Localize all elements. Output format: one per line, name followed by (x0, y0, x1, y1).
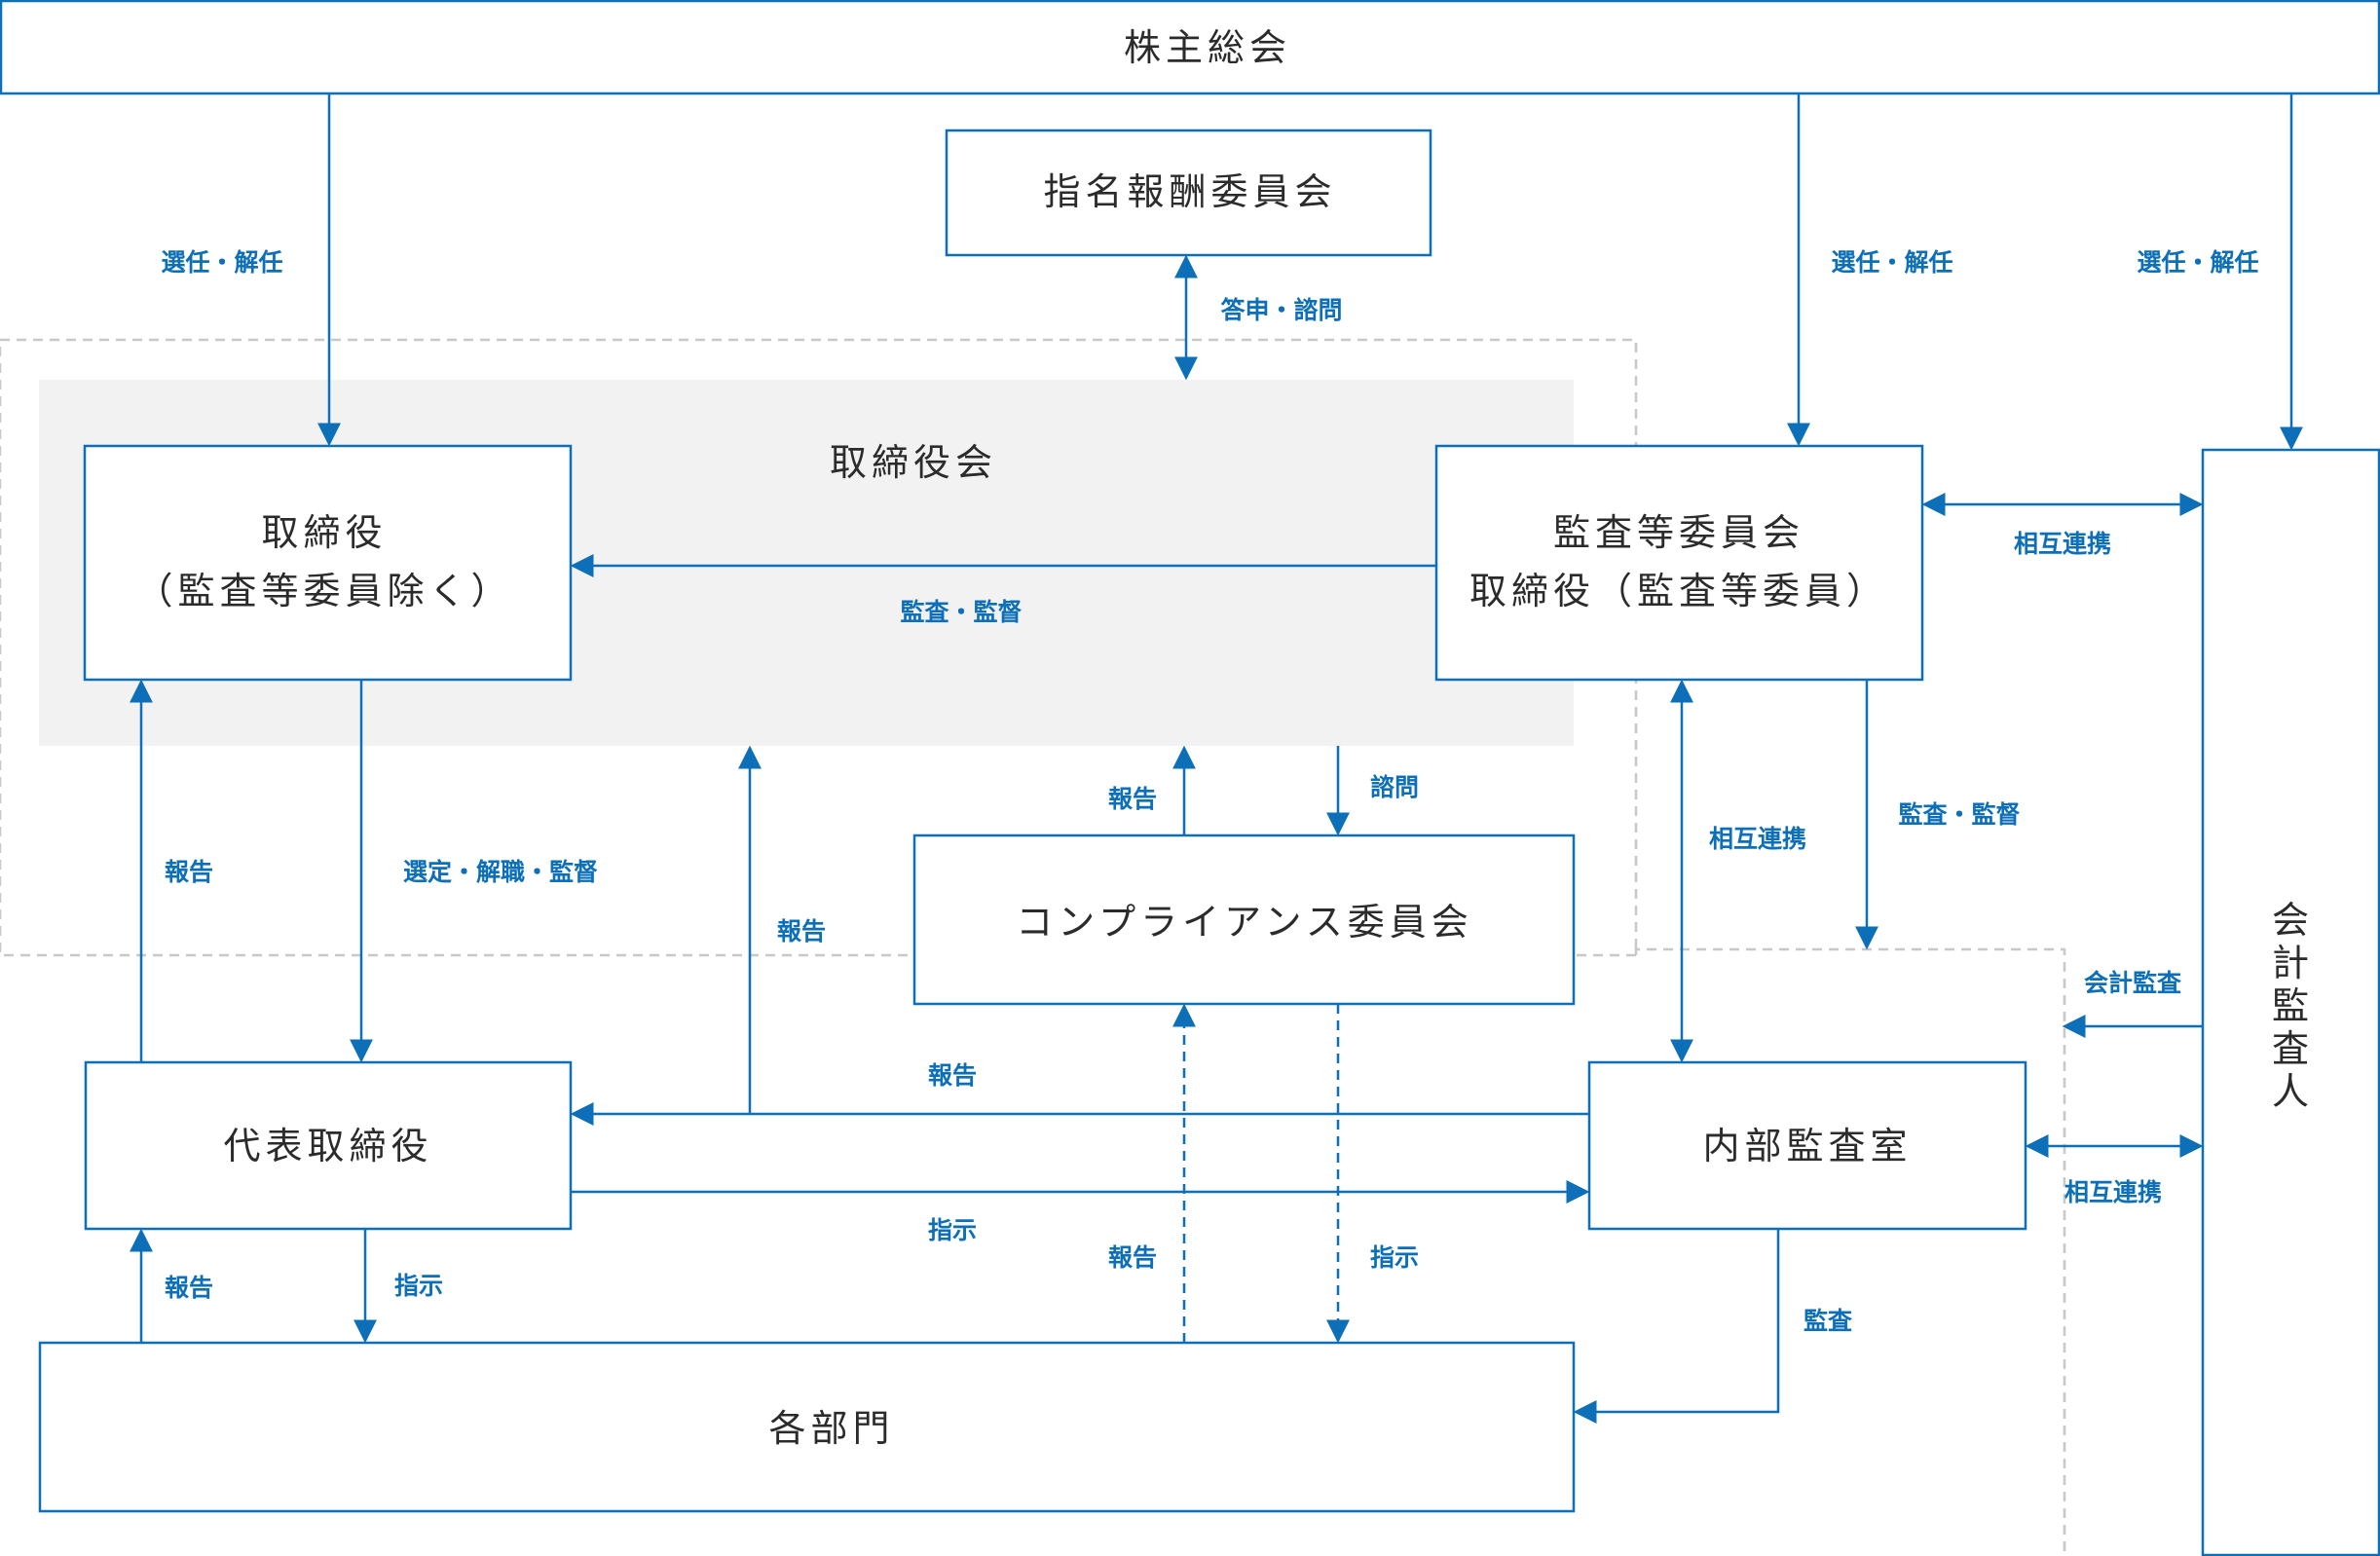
directors-box (83, 444, 573, 682)
svg-text:会: 会 (2272, 899, 2309, 942)
representative-director-box (84, 1060, 573, 1231)
internal-audit-office-label: 内部監査室 (1702, 1125, 1912, 1167)
svg-text:計: 計 (2272, 942, 2309, 984)
nomination-committee-label: 指名報酬委員会 (1043, 170, 1336, 213)
label-mutual-cooperation-iao-acct: 相互連携 (2064, 1178, 2162, 1206)
departments-box (38, 1341, 1576, 1513)
accounting-auditor-label: 会 計 監 査 人 (2272, 899, 2309, 1113)
label-inquiry-board-to-compliance: 諮問 (1370, 773, 1419, 801)
label-mutual-cooperation-ac-iao: 相互連携 (1709, 825, 1806, 853)
label-instruct-rep-to-dept: 指示 (394, 1272, 443, 1300)
label-report-dept-to-compliance: 報告 (1108, 1243, 1157, 1272)
representative-director-label: 代表取締役 (223, 1125, 432, 1167)
label-instruct-compliance-to-dept: 指示 (1370, 1243, 1419, 1272)
departments-label: 各部門 (768, 1407, 894, 1450)
label-instruct-rep-to-iao: 指示 (928, 1216, 977, 1244)
svg-text:監: 監 (2272, 984, 2309, 1027)
label-select-dismiss-supervise: 選定・解職・監督 (403, 858, 598, 886)
label-audit-iao-to-dept: 監査 (1804, 1307, 1852, 1335)
directors-label-line2: （監査等委員除く） (135, 570, 512, 612)
audit-committee-box (1434, 444, 1924, 682)
label-report-compliance-to-board: 報告 (1108, 785, 1157, 813)
shareholders-meeting-box (0, 0, 2380, 95)
label-audit-supervise-directors: 監査・監督 (900, 598, 1022, 626)
internal-audit-office-box (1587, 1060, 2027, 1231)
label-report-inquiry: 答申・諮問 (1220, 296, 1342, 324)
svg-text:人: 人 (2272, 1070, 2309, 1113)
label-audit-supervise-iao: 監査・監督 (1898, 800, 2020, 829)
arrow-iao-audit-dept (1573, 1229, 1780, 1424)
compliance-committee-label: コンプライアンス委員会 (1016, 901, 1473, 944)
label-report-rep-to-directors: 報告 (165, 858, 213, 886)
label-report-to-board: 報告 (777, 917, 826, 945)
label-elect-dismiss-directors: 選任・解任 (161, 248, 282, 277)
shareholders-meeting-label: 株主総会 (1124, 26, 1291, 69)
compliance-committee-box (912, 834, 1576, 1006)
directors-label-line1: 取締役 (261, 511, 387, 554)
label-report-dept-to-rep: 報告 (165, 1274, 213, 1302)
audit-committee-label-line1: 監査等委員会 (1553, 511, 1804, 554)
label-accounting-audit: 会計監査 (2084, 969, 2181, 997)
label-report-iao-to-rep: 報告 (928, 1061, 977, 1090)
audit-committee-label-line2: 取締役（監査等委員） (1469, 570, 1888, 612)
accounting-auditor-box (2201, 448, 2380, 1556)
label-elect-dismiss-accountant: 選任・解任 (2137, 248, 2258, 277)
svg-text:査: 査 (2272, 1027, 2309, 1070)
board-of-directors-title: 取締役会 (830, 441, 997, 484)
audit-scope-region-lower (1634, 947, 2066, 1556)
label-mutual-cooperation-ac-acct: 相互連携 (2014, 530, 2111, 558)
label-elect-dismiss-audit: 選任・解任 (1831, 248, 1952, 277)
